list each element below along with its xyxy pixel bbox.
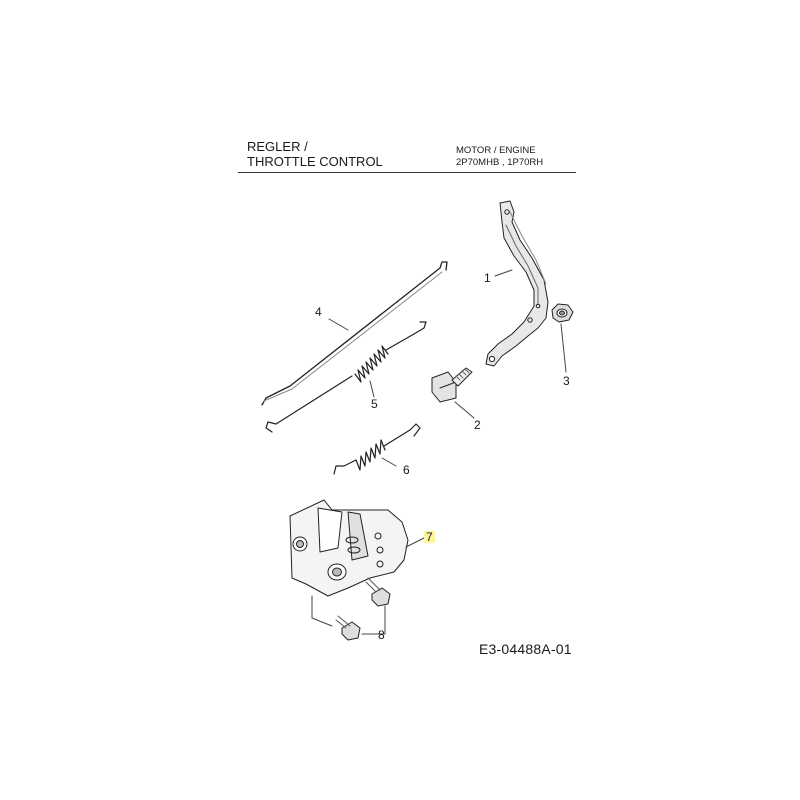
throttle-lever-part bbox=[485, 200, 549, 367]
document-id: E3-04488A-01 bbox=[479, 641, 572, 657]
callout-8: 8 bbox=[378, 628, 385, 642]
nut-part bbox=[551, 303, 574, 373]
title-line-1: REGLER / bbox=[247, 139, 308, 154]
engine-line-2: 2P70MHB , 1P70RH bbox=[456, 157, 544, 168]
long-spring-part bbox=[265, 321, 427, 433]
engine-info: MOTOR / ENGINE 2P70MHB , 1P70RH bbox=[456, 145, 543, 169]
title-line-2: THROTTLE CONTROL bbox=[247, 154, 383, 169]
callout-5: 5 bbox=[371, 397, 378, 411]
screws-part bbox=[311, 577, 391, 641]
callout-2: 2 bbox=[474, 418, 481, 432]
diagram-title: REGLER / THROTTLE CONTROL bbox=[247, 139, 383, 169]
mounting-plate-part bbox=[289, 499, 425, 597]
callout-1: 1 bbox=[484, 271, 491, 285]
callout-7: 7 bbox=[424, 530, 435, 544]
callout-4: 4 bbox=[315, 305, 322, 319]
callout-6: 6 bbox=[403, 463, 410, 477]
engine-line-1: MOTOR / ENGINE bbox=[456, 145, 536, 156]
header-rule bbox=[238, 172, 576, 173]
callout-3: 3 bbox=[563, 374, 570, 388]
bolt-part bbox=[431, 367, 475, 419]
link-rod-part bbox=[261, 261, 448, 406]
short-spring-part bbox=[333, 423, 421, 475]
